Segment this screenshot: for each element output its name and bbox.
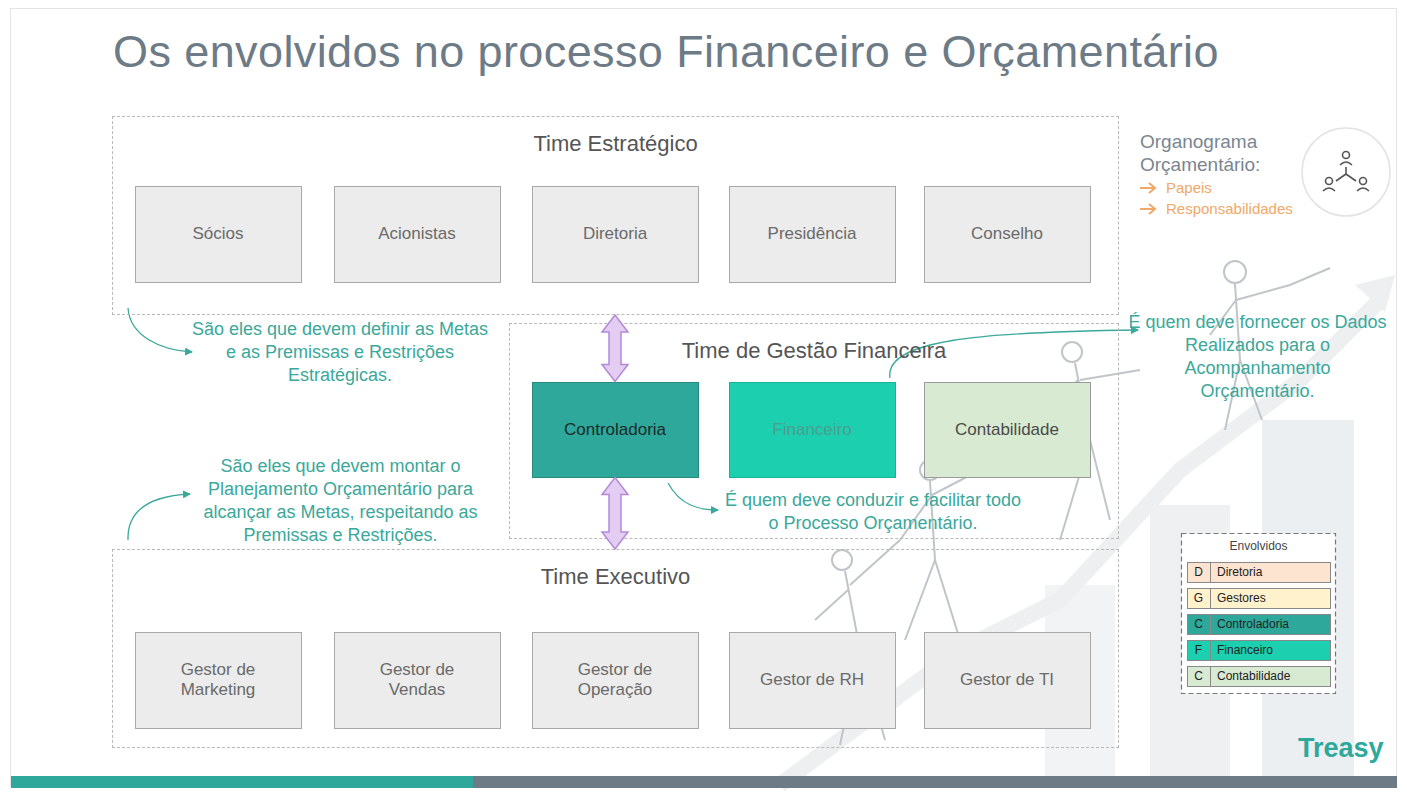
legend-frame <box>1182 534 1336 694</box>
band-heading: Time Executivo <box>113 564 1118 590</box>
side-note: Papeis <box>1166 179 1306 196</box>
person-head <box>1224 261 1246 283</box>
role-box: Gestor de Vendas <box>334 632 501 729</box>
bullet-arrow <box>1140 204 1155 214</box>
legend-text: Contabilidade <box>1217 666 1329 687</box>
role-box: Gestor de Marketing <box>135 632 302 729</box>
box-label: Acionistas <box>378 224 455 244</box>
legend-text: Diretoria <box>1217 562 1329 583</box>
role-box: Gestor de RH <box>729 632 896 729</box>
box-label: Presidência <box>768 224 857 244</box>
callout-note: É quem deve conduzir e facilitar todo o … <box>718 489 1028 535</box>
box-label: Sócios <box>192 224 243 244</box>
callout-note: São eles que devem definir as Metas e as… <box>190 318 490 387</box>
icon-person <box>1323 188 1335 191</box>
double-arrow <box>602 315 628 382</box>
icon-person <box>1360 178 1367 185</box>
legend-key: G <box>1187 588 1211 609</box>
side-note: Envolvidos <box>1181 539 1336 553</box>
group-band: Time ExecutivoGestor de Marketing Gestor … <box>112 549 1119 748</box>
footer-bar <box>11 776 473 788</box>
role-box: Financeiro <box>729 382 896 478</box>
slide-title: Os envolvidos no processo Financeiro e O… <box>113 26 1373 78</box>
role-box: Gestor de Operação <box>532 632 699 729</box>
bullet-arrow <box>1140 183 1155 193</box>
box-label: Contabilidade <box>955 420 1059 440</box>
legend-text: Gestores <box>1217 588 1329 609</box>
role-box: Controladoria <box>532 382 699 478</box>
footer-bar <box>473 776 1397 788</box>
box-label: Conselho <box>971 224 1043 244</box>
box-label: Gestor de Operação <box>561 660 670 700</box>
icon-person <box>1326 178 1333 185</box>
box-label: Financeiro <box>772 420 851 440</box>
box-label: Controladoria <box>564 420 666 440</box>
icon-link <box>1336 167 1356 181</box>
person-head <box>1062 342 1082 362</box>
legend-key: F <box>1187 640 1211 661</box>
role-box: Presidência <box>729 186 896 283</box>
icon-circle <box>1302 128 1390 216</box>
role-box: Sócios <box>135 186 302 283</box>
box-label: Diretoria <box>583 224 647 244</box>
legend-key: D <box>1187 562 1211 583</box>
leader-line <box>668 483 718 510</box>
brand-logo: Treasy <box>1298 733 1398 764</box>
side-note: Organograma Orçamentário: <box>1140 130 1300 176</box>
icon-person <box>1343 152 1350 159</box>
legend-key: C <box>1187 614 1211 635</box>
group-band: Time EstratégicoSócios Acionistas Diretori… <box>112 116 1119 315</box>
callout-note: São eles que devem montar o Planejamento… <box>188 455 493 547</box>
box-label: Gestor de TI <box>960 670 1054 690</box>
box-label: Gestor de Marketing <box>164 660 273 700</box>
box-label: Gestor de Vendas <box>363 660 472 700</box>
role-box: Gestor de TI <box>924 632 1091 729</box>
band-heading: Time Estratégico <box>113 131 1118 157</box>
legend-text: Financeiro <box>1217 640 1329 661</box>
band-heading: Time de Gestão Financeira <box>510 338 1118 364</box>
role-box: Contabilidade <box>924 382 1091 478</box>
legend-text: Controladoria <box>1217 614 1329 635</box>
legend-key: C <box>1187 666 1211 687</box>
leader-line <box>128 494 190 540</box>
org-icon <box>1323 152 1369 192</box>
side-note: Responsabilidades <box>1166 200 1326 217</box>
callout-note: É quem deve fornecer os Dados Realizados… <box>1125 311 1390 403</box>
double-arrow <box>602 478 628 550</box>
icon-person <box>1340 162 1352 165</box>
role-box: Acionistas <box>334 186 501 283</box>
role-box: Conselho <box>924 186 1091 283</box>
person-head <box>832 550 852 570</box>
icon-person <box>1357 188 1369 191</box>
page-border <box>11 9 1397 787</box>
rising-arrow-head <box>1355 275 1395 312</box>
role-box: Diretoria <box>532 186 699 283</box>
box-label: Gestor de RH <box>760 670 864 690</box>
